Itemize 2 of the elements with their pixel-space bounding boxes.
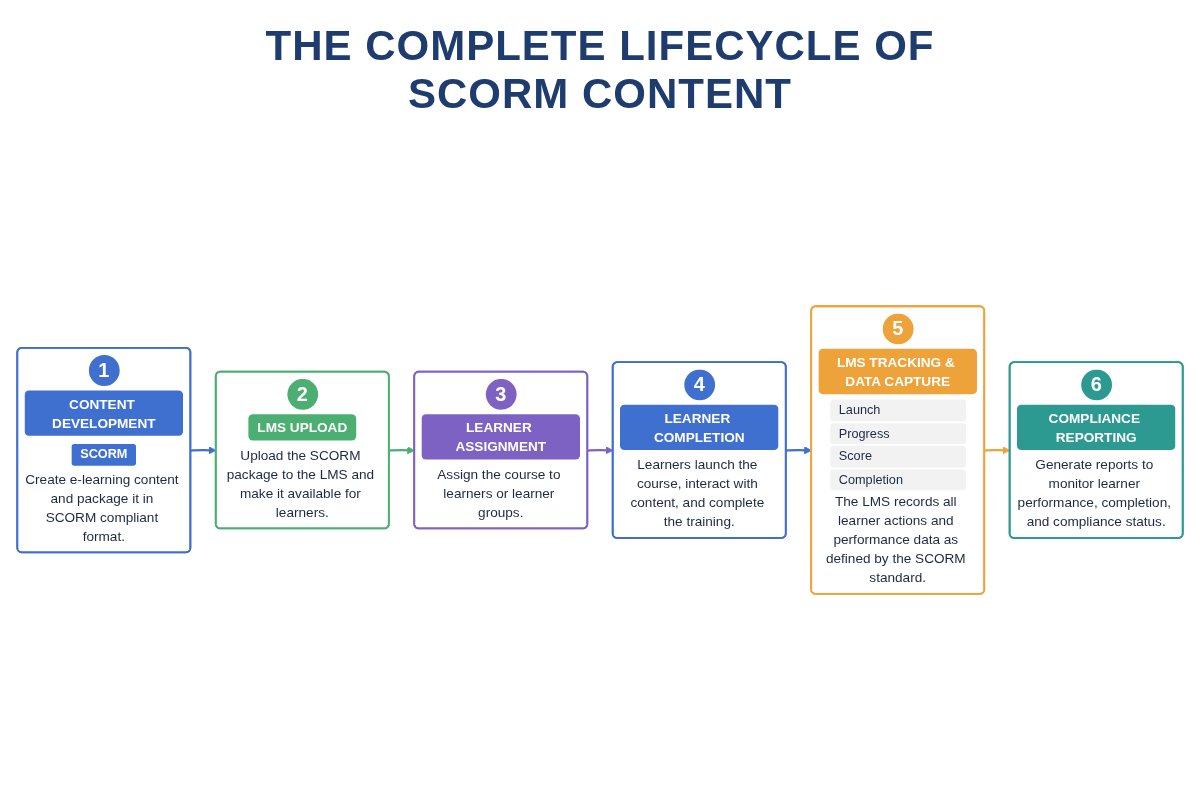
arrow — [786, 446, 812, 455]
diagram-title: THE COMPLETE LIFECYCLE OF SCORM CONTENT — [264, 22, 936, 118]
